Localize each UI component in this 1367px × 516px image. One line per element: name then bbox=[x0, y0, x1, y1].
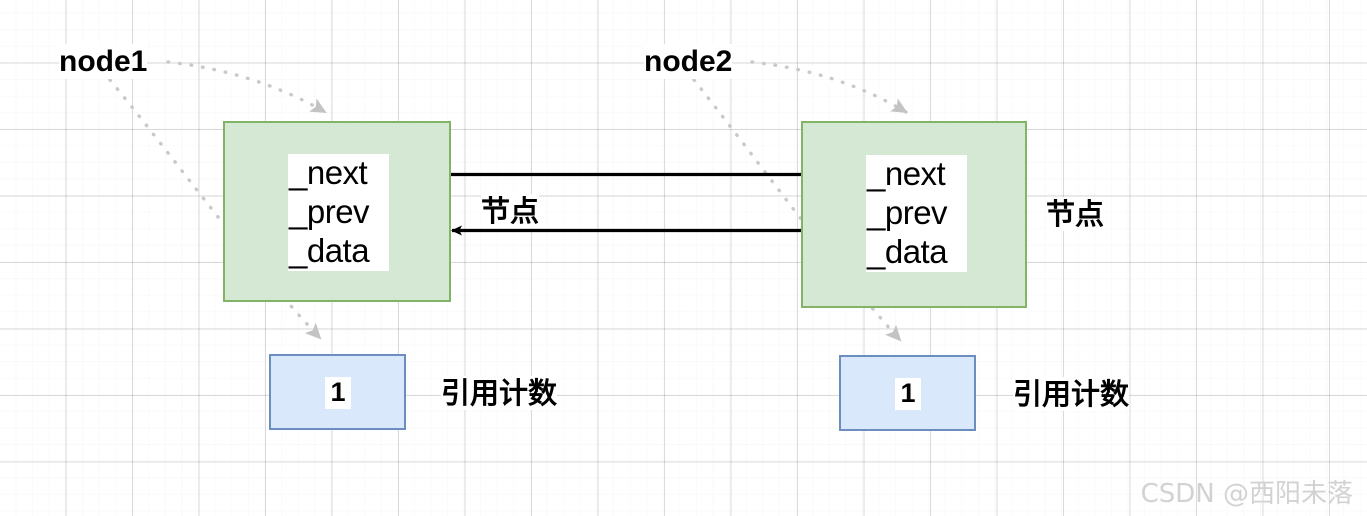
edge-label-node: 节点 bbox=[481, 194, 540, 229]
dotted-arrow-node1-to-box1 bbox=[166, 60, 327, 114]
dotted-arrow-node2-to-box2 bbox=[750, 60, 908, 114]
refcount-label-2: 引用计数 bbox=[1013, 377, 1130, 412]
pointer-label-node1: node1 bbox=[59, 44, 148, 80]
refcount-value-2: 1 bbox=[895, 378, 921, 410]
node-box-1-fields: _next _prev _data bbox=[288, 154, 389, 271]
node-box-2-fields: _next _prev _data bbox=[866, 155, 967, 272]
watermark: CSDN @西阳未落 bbox=[1140, 479, 1353, 509]
refcount-value-1: 1 bbox=[325, 377, 351, 409]
refcount-label-1: 引用计数 bbox=[441, 376, 558, 411]
pointer-label-node2: node2 bbox=[644, 44, 733, 80]
node-box-2-caption: 节点 bbox=[1046, 197, 1105, 232]
